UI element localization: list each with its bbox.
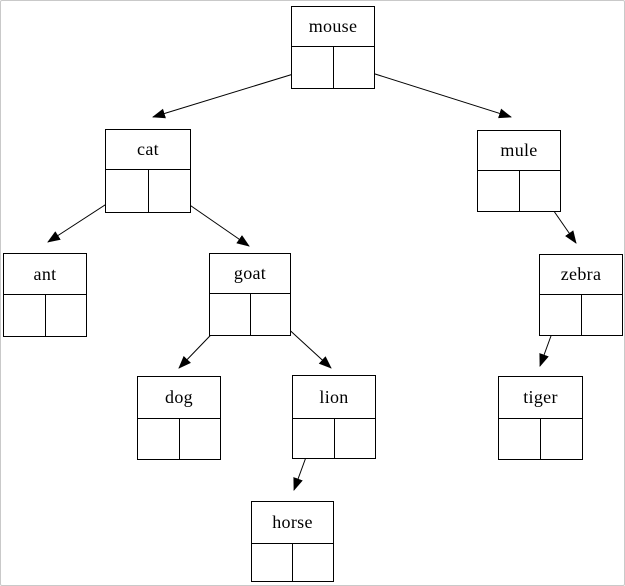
node-label: ant [4, 254, 86, 295]
node-pointer-cells [252, 544, 333, 581]
node-label: dog [138, 377, 220, 419]
right-pointer-cell [148, 170, 190, 212]
node-pointer-cells [293, 419, 375, 458]
node-label: tiger [499, 377, 582, 419]
left-pointer-cell [540, 295, 582, 335]
right-pointer-cell [45, 295, 86, 336]
node-label: mouse [292, 7, 374, 47]
left-pointer-cell [252, 544, 293, 581]
tree-node-tiger: tiger [498, 376, 583, 460]
right-pointer-cell [250, 294, 290, 335]
right-pointer-cell [541, 419, 582, 459]
node-pointer-cells [106, 170, 190, 212]
node-pointer-cells [540, 295, 622, 335]
tree-node-goat: goat [209, 253, 291, 336]
left-pointer-cell [478, 171, 520, 211]
left-pointer-cell [106, 170, 149, 212]
node-pointer-cells [138, 419, 220, 459]
node-label: zebra [540, 255, 622, 295]
right-pointer-cell [334, 419, 375, 458]
tree-node-mule: mule [477, 130, 561, 212]
node-pointer-cells [210, 294, 290, 335]
right-pointer-cell [519, 171, 560, 211]
edge-mouse-right-to-mule [352, 66, 512, 119]
node-pointer-cells [499, 419, 582, 459]
right-pointer-cell [293, 544, 333, 581]
left-pointer-cell [210, 294, 251, 335]
node-label: mule [478, 131, 560, 171]
tree-node-cat: cat [105, 129, 191, 213]
left-pointer-cell [138, 419, 180, 459]
tree-node-zebra: zebra [539, 254, 623, 336]
node-label: lion [293, 376, 375, 419]
right-pointer-cell [179, 419, 220, 459]
tree-node-horse: horse [251, 501, 334, 582]
node-pointer-cells [478, 171, 560, 211]
node-label: goat [210, 254, 290, 294]
right-pointer-cell [333, 47, 374, 88]
left-pointer-cell [499, 419, 541, 459]
node-label: cat [106, 130, 190, 170]
left-pointer-cell [292, 47, 334, 88]
tree-node-mouse: mouse [291, 6, 375, 89]
tree-node-ant: ant [3, 253, 87, 337]
node-pointer-cells [4, 295, 86, 336]
tree-node-lion: lion [292, 375, 376, 459]
edge-mouse-left-to-cat [152, 67, 314, 119]
node-label: horse [252, 502, 333, 544]
tree-node-dog: dog [137, 376, 221, 460]
right-pointer-cell [581, 295, 622, 335]
left-pointer-cell [4, 295, 46, 336]
node-pointer-cells [292, 47, 374, 88]
left-pointer-cell [293, 419, 335, 458]
